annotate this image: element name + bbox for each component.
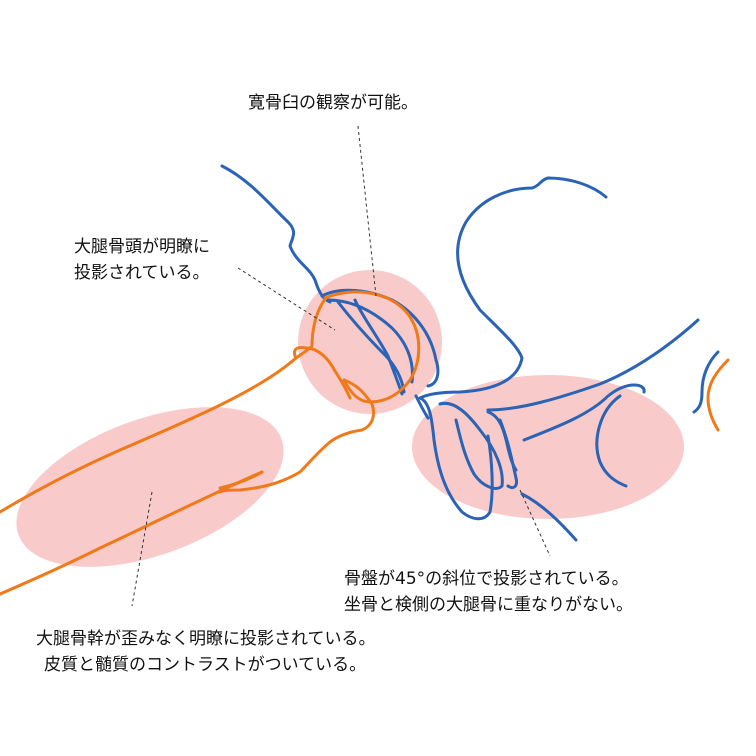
femoral-shaft-lower bbox=[0, 470, 264, 596]
femoral-neck-lower bbox=[218, 378, 376, 494]
pubis-lower bbox=[522, 383, 646, 442]
lesser-trochanter bbox=[218, 470, 264, 490]
femoral-head-leader bbox=[237, 267, 336, 331]
acetabulum-inner-1 bbox=[326, 298, 414, 384]
acetabulum-inner-2 bbox=[336, 300, 406, 394]
iliac-left-contour bbox=[220, 164, 332, 304]
pelvis-label-line-1: 骨盤が45°の斜位で投影されている。 bbox=[344, 569, 629, 589]
femoral-shaft-leader bbox=[131, 491, 153, 607]
pubis-ramus bbox=[486, 410, 518, 472]
femoral-head-highlight bbox=[298, 270, 442, 414]
femoral-head-label-line-1: 大腿骨頭が明瞭に bbox=[74, 237, 210, 257]
obturator-contour bbox=[438, 401, 504, 490]
pelvis-leader bbox=[519, 489, 551, 557]
acetabulum-leader bbox=[357, 125, 377, 297]
femur-outline bbox=[0, 290, 730, 596]
femoral-head-contour bbox=[323, 290, 421, 404]
pelvis-outline bbox=[220, 164, 720, 542]
obturator-ring bbox=[595, 394, 628, 488]
labels: 寛骨臼の観察が可能。 大腿骨頭が明瞭に 投影されている。 骨盤が45°の斜位で投… bbox=[36, 93, 633, 675]
pelvis-label-line-2: 坐骨と検側の大腿骨に重なりがない。 bbox=[344, 595, 633, 615]
greater-trochanter bbox=[292, 346, 352, 400]
acetabulum-lower-rim bbox=[414, 394, 430, 420]
femoral-neck-upper bbox=[294, 296, 328, 360]
acetabulum-label: 寛骨臼の観察が可能。 bbox=[248, 93, 418, 113]
ischial-spine bbox=[520, 492, 578, 542]
iliac-wing-right bbox=[418, 176, 608, 400]
femoral-shaft-upper bbox=[0, 356, 298, 514]
leader-lines bbox=[131, 125, 551, 607]
contralateral-femur bbox=[706, 358, 730, 432]
femoral-shaft-label-line-2: 皮質と髄質のコントラストがついている。 bbox=[44, 655, 366, 675]
femoral-shaft-label-line-1: 大腿骨幹が歪みなく明瞭に投影されている。 bbox=[36, 628, 376, 649]
pubis-upper bbox=[486, 318, 700, 412]
femoral-shaft-highlight bbox=[16, 407, 284, 567]
contralateral-pelvis bbox=[692, 350, 720, 414]
acetabulum-inner-3 bbox=[353, 298, 404, 396]
femoral-head-label-line-2: 投影されている。 bbox=[74, 263, 210, 283]
